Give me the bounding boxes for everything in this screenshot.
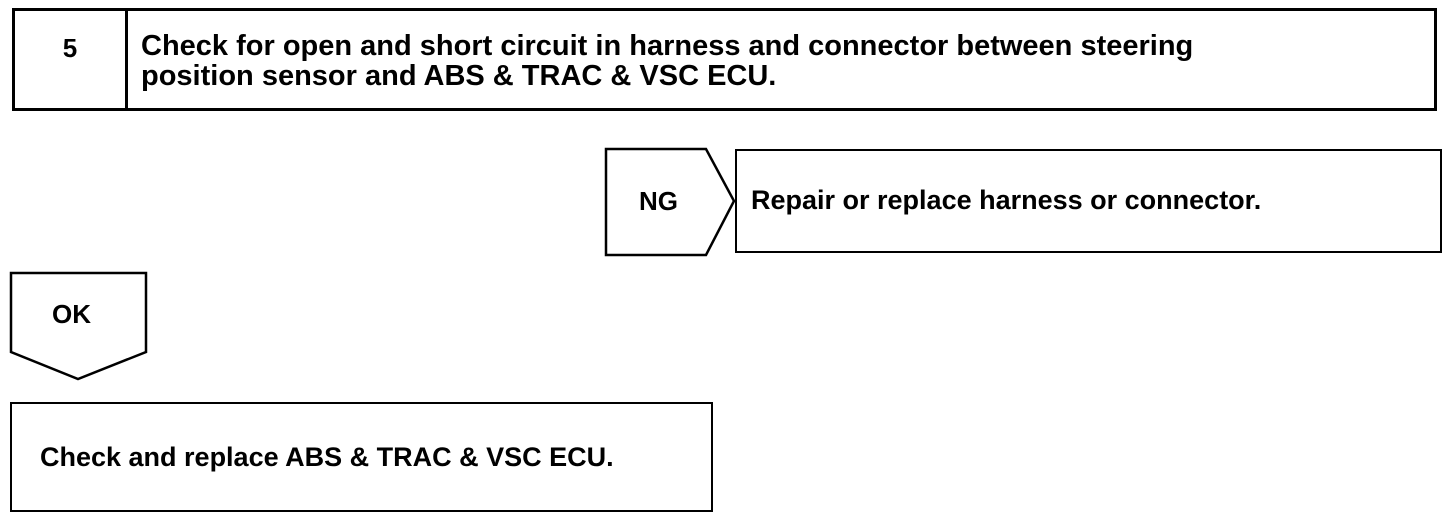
final-action-box: Check and replace ABS & TRAC & VSC ECU. (10, 402, 713, 512)
step-title-line-2: position sensor and ABS & TRAC & VSC ECU… (141, 60, 777, 92)
ok-arrow-shape: OK (9, 271, 148, 381)
ok-label: OK (52, 299, 91, 329)
step-title-line-1: Check for open and short circuit in harn… (141, 30, 1194, 62)
ng-result-box: Repair or replace harness or connector. (735, 149, 1442, 253)
step-number: 5 (62, 32, 78, 63)
step-title: Check for open and short circuit in harn… (141, 31, 1421, 91)
ng-arrow-shape: NG (604, 147, 736, 257)
step-header-box: 5 Check for open and short circuit in ha… (12, 8, 1437, 111)
ng-label: NG (639, 186, 678, 216)
ng-result-text: Repair or replace harness or connector. (751, 185, 1262, 215)
final-action-text: Check and replace ABS & TRAC & VSC ECU. (40, 442, 614, 472)
step-number-cell: 5 (15, 11, 128, 108)
